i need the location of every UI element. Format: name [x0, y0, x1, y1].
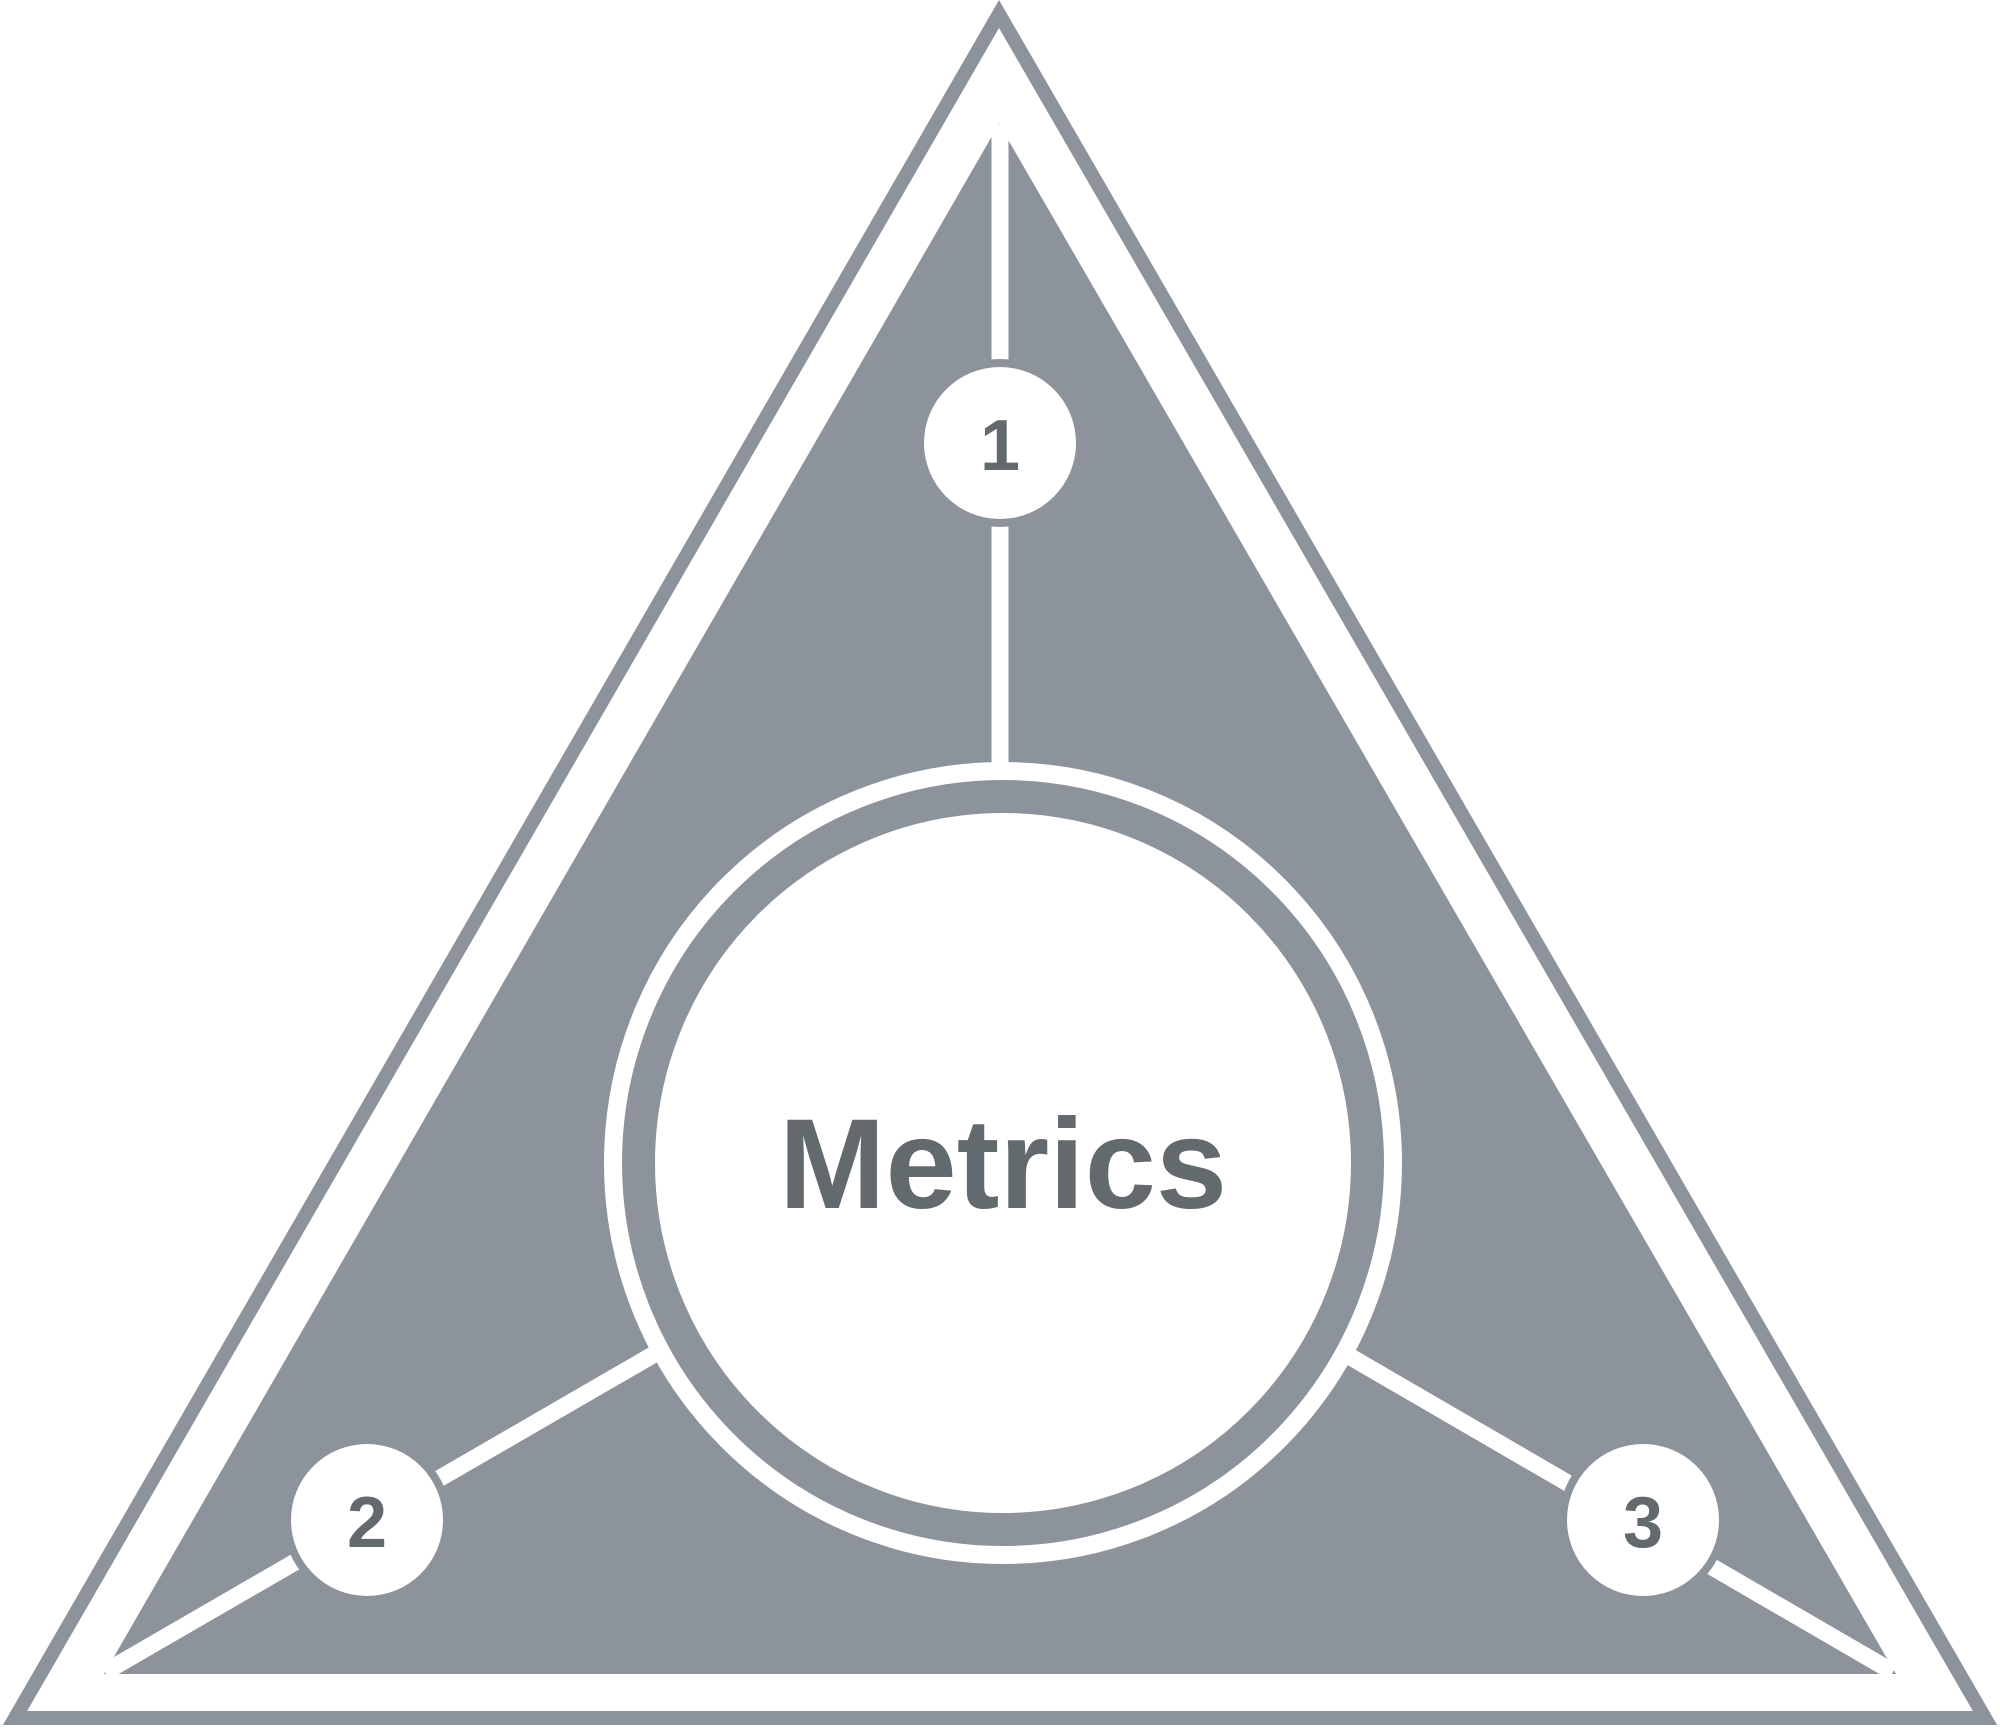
center-label: Metrics — [779, 1093, 1227, 1236]
node-2: 2 — [283, 1436, 451, 1604]
center-inner-ring — [639, 797, 1367, 1529]
node-1-circle-inner — [924, 367, 1076, 519]
node-1-label: 1 — [980, 406, 1020, 486]
node-3: 3 — [1559, 1436, 1727, 1604]
node-2-label: 2 — [347, 1483, 387, 1563]
node-1: 1 — [916, 359, 1084, 527]
node-3-circle-inner — [1567, 1444, 1719, 1596]
node-2-circle-inner — [291, 1444, 443, 1596]
node-3-label: 3 — [1623, 1483, 1663, 1563]
